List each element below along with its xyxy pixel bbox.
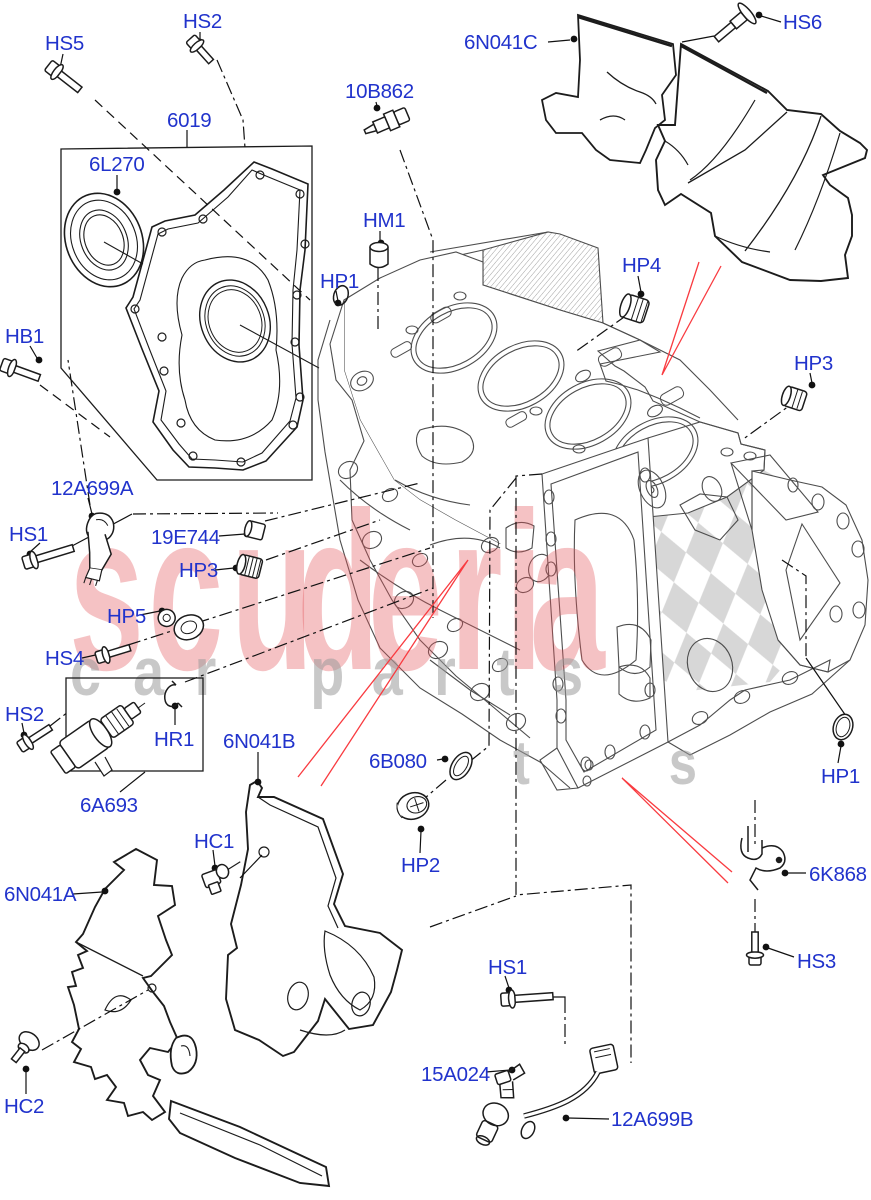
svg-text:HP3: HP3 (794, 352, 833, 375)
svg-text:r: r (450, 466, 503, 717)
svg-text:6019: 6019 (167, 109, 211, 132)
svg-text:r: r (434, 635, 456, 710)
svg-text:HM1: HM1 (363, 209, 405, 232)
svg-text:a: a (530, 466, 606, 717)
svg-text:HP1: HP1 (821, 765, 860, 788)
svg-text:r: r (195, 635, 217, 710)
svg-text:6N041A: 6N041A (4, 883, 77, 906)
svg-text:e: e (368, 466, 443, 717)
svg-text:c: c (148, 466, 223, 717)
svg-text:t: t (496, 635, 515, 710)
svg-text:10B862: 10B862 (345, 80, 414, 103)
svg-text:HS3: HS3 (797, 950, 836, 973)
svg-text:6K868: 6K868 (809, 863, 867, 886)
svg-text:p: p (310, 635, 344, 710)
svg-text:s: s (552, 635, 583, 710)
svg-text:6B080: 6B080 (369, 750, 427, 773)
svg-text:19E744: 19E744 (151, 526, 220, 549)
svg-text:u: u (231, 466, 313, 717)
svg-text:HP1: HP1 (320, 270, 359, 293)
svg-text:HS1: HS1 (9, 523, 48, 546)
svg-text:a: a (133, 635, 164, 710)
svg-text:HR1: HR1 (154, 728, 194, 751)
svg-text:6L270: 6L270 (89, 153, 145, 176)
svg-text:6N041C: 6N041C (464, 31, 538, 54)
svg-text:t: t (513, 729, 530, 798)
svg-text:s: s (669, 729, 697, 798)
svg-text:6A693: 6A693 (80, 794, 138, 817)
svg-text:i: i (505, 466, 543, 717)
svg-text:a: a (372, 635, 403, 710)
svg-text:6N041B: 6N041B (223, 730, 295, 753)
svg-text:15A024: 15A024 (421, 1063, 490, 1086)
svg-text:c: c (70, 635, 101, 710)
svg-text:HS2: HS2 (183, 10, 222, 33)
svg-text:HP3: HP3 (179, 559, 218, 582)
svg-text:HP5: HP5 (107, 605, 146, 628)
svg-text:12A699A: 12A699A (51, 477, 134, 500)
svg-text:HP2: HP2 (401, 854, 440, 877)
svg-text:s: s (69, 466, 144, 717)
svg-text:HS5: HS5 (45, 32, 84, 55)
svg-text:HP4: HP4 (622, 254, 661, 277)
svg-text:HS6: HS6 (783, 11, 822, 34)
svg-text:HS2: HS2 (5, 703, 44, 726)
svg-text:HC1: HC1 (194, 830, 234, 853)
svg-text:d: d (297, 466, 379, 717)
svg-text:12A699B: 12A699B (611, 1108, 693, 1131)
svg-text:HS4: HS4 (45, 647, 84, 670)
svg-text:HS1: HS1 (488, 956, 527, 979)
svg-text:HB1: HB1 (5, 325, 44, 348)
svg-text:HC2: HC2 (4, 1095, 44, 1118)
